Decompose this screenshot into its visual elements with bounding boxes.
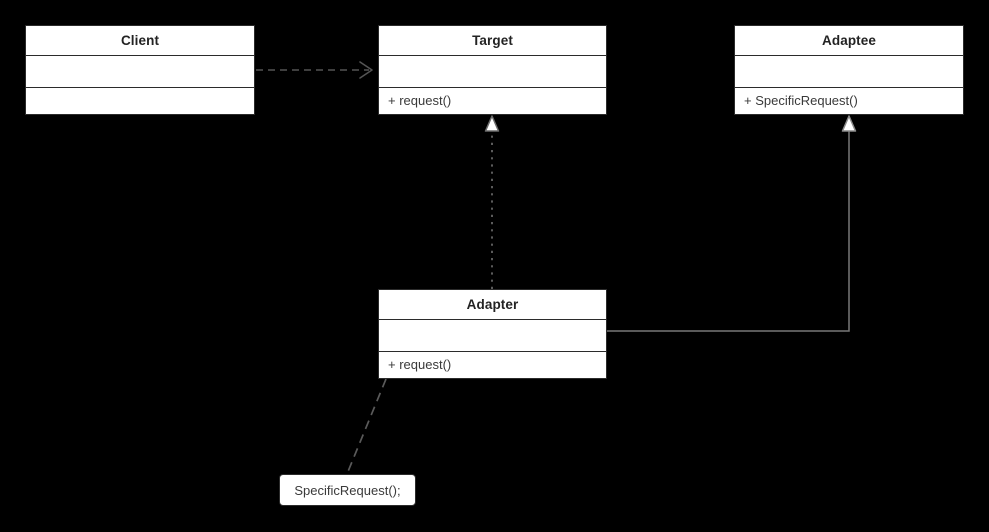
edge-adapter-inherits-adaptee[interactable] [607,115,857,332]
class-operations-adaptee: + SpecificRequest() [744,93,858,109]
class-attributes-client [26,56,254,88]
hollow-triangle-icon [841,115,857,132]
class-name-client: Client [26,26,254,57]
edge-adapter-realizes-target[interactable] [484,115,500,289]
class-operations-client [26,88,254,114]
class-operations-target: + request() [388,93,452,109]
class-name-adapter: Adapter [379,290,606,321]
class-attributes-adapter [379,320,606,352]
class-box-adapter[interactable]: Adapter + request() [378,289,607,379]
open-arrowhead-icon [359,61,373,79]
note-anchor-line [346,378,387,475]
edge-client-uses-target[interactable] [256,61,373,79]
class-box-target[interactable]: Target + request() [378,25,607,115]
note-box-adapter-note[interactable]: SpecificRequest(); [279,474,416,506]
class-box-client[interactable]: Client [25,25,255,115]
edge-adapter-note-link[interactable] [346,378,387,475]
note-text: SpecificRequest(); [294,482,401,498]
generalization-line [607,130,850,332]
class-name-target: Target [379,26,606,57]
class-box-adaptee[interactable]: Adaptee + SpecificRequest() [734,25,964,115]
class-attributes-target [379,56,606,88]
class-name-adaptee: Adaptee [735,26,963,57]
class-attributes-adaptee [735,56,963,88]
class-operations-adapter: + request() [388,357,452,373]
hollow-triangle-icon [484,115,500,132]
